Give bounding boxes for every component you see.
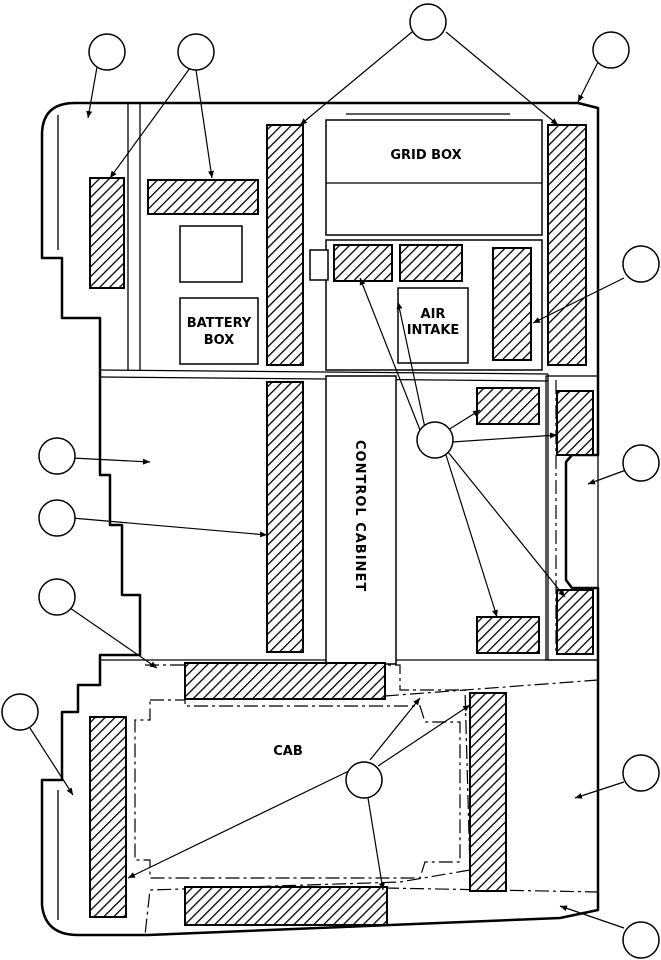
- hatch-block-10: [556, 390, 594, 456]
- battery-box-label-1: BATTERY: [187, 316, 252, 331]
- hatch-block-2: [147, 179, 259, 215]
- hatch-block-15: [469, 692, 507, 892]
- callout-14: [622, 921, 660, 959]
- hatch-block-12: [556, 589, 594, 655]
- battery-box: [179, 297, 259, 365]
- hatch-block-7: [492, 247, 532, 361]
- callout-circles: [1, 3, 660, 959]
- divider-top: [99, 369, 549, 375]
- cab-label: CAB: [273, 744, 303, 759]
- control-cabinet: [325, 375, 397, 665]
- vehicle-outline: [40, 101, 600, 937]
- hatch-block-3: [266, 124, 304, 366]
- hatch-block-14: [89, 716, 127, 918]
- callout-10: [38, 578, 76, 616]
- battery-box-top: [179, 225, 243, 283]
- hatch-block-8: [266, 381, 304, 653]
- callout-3: [409, 3, 447, 41]
- battery-box-label-2: BOX: [204, 333, 235, 348]
- callout-13: [622, 754, 660, 792]
- grid-box-label: GRID BOX: [390, 148, 461, 163]
- hatch-block-13: [184, 662, 386, 700]
- callout-6: [38, 437, 76, 475]
- hatch-block-9: [476, 387, 540, 425]
- control-cabinet-label: CONTROL CABINET: [352, 440, 367, 592]
- hatch-block-4: [547, 124, 587, 366]
- callout-11: [1, 693, 39, 731]
- air-intake-box: [397, 287, 469, 364]
- hatch-block-16: [184, 886, 388, 926]
- callout-1: [88, 33, 126, 71]
- callout-4: [592, 31, 630, 69]
- grid-box: [325, 119, 543, 236]
- hatch-block-6: [399, 244, 463, 282]
- cab-outline: [134, 699, 461, 879]
- hatched-blocks: [89, 124, 594, 926]
- hatch-block-1: [89, 177, 125, 289]
- leader-lines: [27, 31, 627, 929]
- air-intake-label-1: AIR: [421, 307, 446, 322]
- callout-2: [177, 33, 215, 71]
- hatch-block-5: [333, 244, 393, 282]
- callout-9: [38, 499, 76, 537]
- callout-8: [622, 444, 660, 482]
- callout-5: [622, 245, 660, 283]
- callout-7: [416, 421, 454, 459]
- callout-12: [345, 761, 383, 799]
- divider-mid-dash: [384, 679, 599, 697]
- right-bay: [545, 375, 599, 661]
- hatch-block-11: [476, 616, 540, 654]
- divider-top-2: [99, 376, 549, 382]
- air-intake-side-tab: [309, 249, 329, 281]
- air-intake-label-2: INTAKE: [407, 323, 460, 338]
